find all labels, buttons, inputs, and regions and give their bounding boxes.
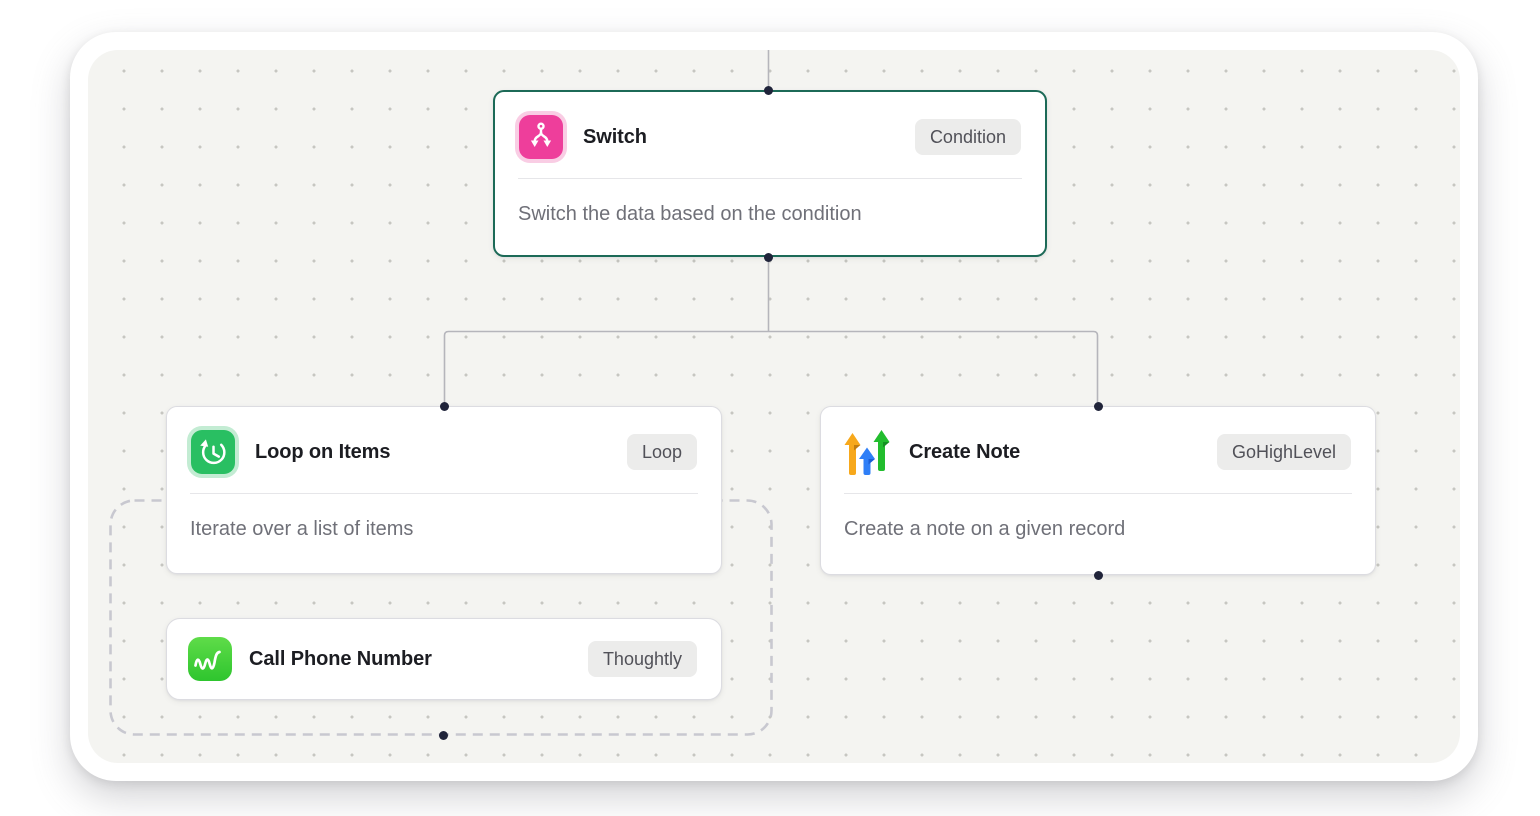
node-create-note[interactable]: Create Note GoHighLevel Create a note on… (820, 406, 1376, 575)
node-divider (518, 178, 1022, 179)
node-type-badge: Thoughtly (587, 641, 697, 677)
connection-handle-switch-top[interactable] (763, 85, 773, 95)
switch-branch-icon (516, 112, 566, 162)
connection-handle-loop-top[interactable] (439, 401, 449, 411)
canvas-frame: Switch Condition Switch the data based o… (70, 32, 1478, 781)
node-create-note-header: Create Note GoHighLevel (821, 407, 1375, 493)
node-type-badge: GoHighLevel (1216, 434, 1351, 470)
node-description: Switch the data based on the condition (518, 203, 862, 225)
node-switch[interactable]: Switch Condition Switch the data based o… (493, 90, 1047, 257)
node-loop-on-items[interactable]: Loop on Items Loop Iterate over a list o… (166, 406, 722, 574)
gohighlevel-arrows-icon (842, 427, 892, 477)
connection-handle-create-note-bottom[interactable] (1093, 570, 1103, 580)
node-loop-header: Loop on Items Loop (167, 407, 721, 493)
node-title: Create Note (909, 440, 1021, 463)
node-call-phone-number[interactable]: Call Phone Number Thoughtly (166, 618, 722, 700)
node-divider (190, 493, 698, 494)
connection-handle-loop-body-bottom[interactable] (438, 730, 448, 740)
node-description: Create a note on a given record (844, 518, 1126, 540)
wire-branch (443, 330, 1099, 406)
connection-handle-switch-bottom[interactable] (763, 252, 773, 262)
node-divider (844, 493, 1352, 494)
node-type-badge: Loop (626, 434, 697, 470)
node-type-badge: Condition (914, 119, 1021, 155)
node-title: Loop on Items (255, 440, 391, 463)
connection-handle-create-note-top[interactable] (1093, 401, 1103, 411)
node-title: Call Phone Number (249, 647, 432, 670)
thoughtly-wave-icon (188, 637, 232, 681)
workflow-canvas[interactable]: Switch Condition Switch the data based o… (88, 50, 1460, 763)
node-switch-header: Switch Condition (495, 92, 1045, 178)
node-call-header: Call Phone Number Thoughtly (167, 619, 721, 699)
loop-history-icon (188, 427, 238, 477)
node-title: Switch (583, 125, 647, 148)
node-description: Iterate over a list of items (190, 518, 414, 540)
